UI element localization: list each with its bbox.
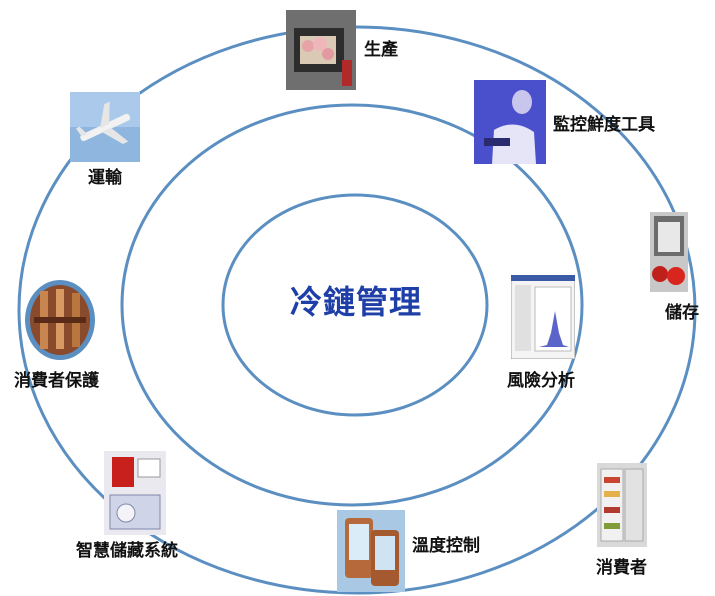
label-risk-analysis: 風險分析	[507, 371, 575, 391]
production-image	[286, 10, 356, 90]
label-storage: 儲存	[665, 303, 699, 323]
label-freshness-tools: 監控鮮度工具	[553, 115, 655, 135]
label-consumer-protection: 消費者保護	[14, 371, 99, 391]
smart-storage-image	[104, 451, 166, 535]
outer-ring	[17, 25, 697, 595]
transport-image	[70, 92, 140, 162]
storage-image	[650, 212, 688, 292]
label-production: 生產	[364, 40, 398, 60]
risk-analysis-image	[511, 275, 575, 359]
inner-ring	[221, 193, 489, 417]
consumer-protection-image	[24, 279, 96, 361]
center-title: 冷鏈管理	[290, 283, 423, 321]
consumer-image	[597, 463, 647, 547]
label-temperature-control: 溫度控制	[412, 536, 480, 556]
label-consumer: 消費者	[596, 558, 647, 578]
freshness-tools-image	[474, 80, 546, 164]
middle-ring	[120, 103, 584, 507]
label-transport: 運輸	[88, 168, 122, 188]
temperature-control-image	[337, 510, 405, 592]
label-smart-storage: 智慧儲藏系統	[76, 541, 178, 561]
